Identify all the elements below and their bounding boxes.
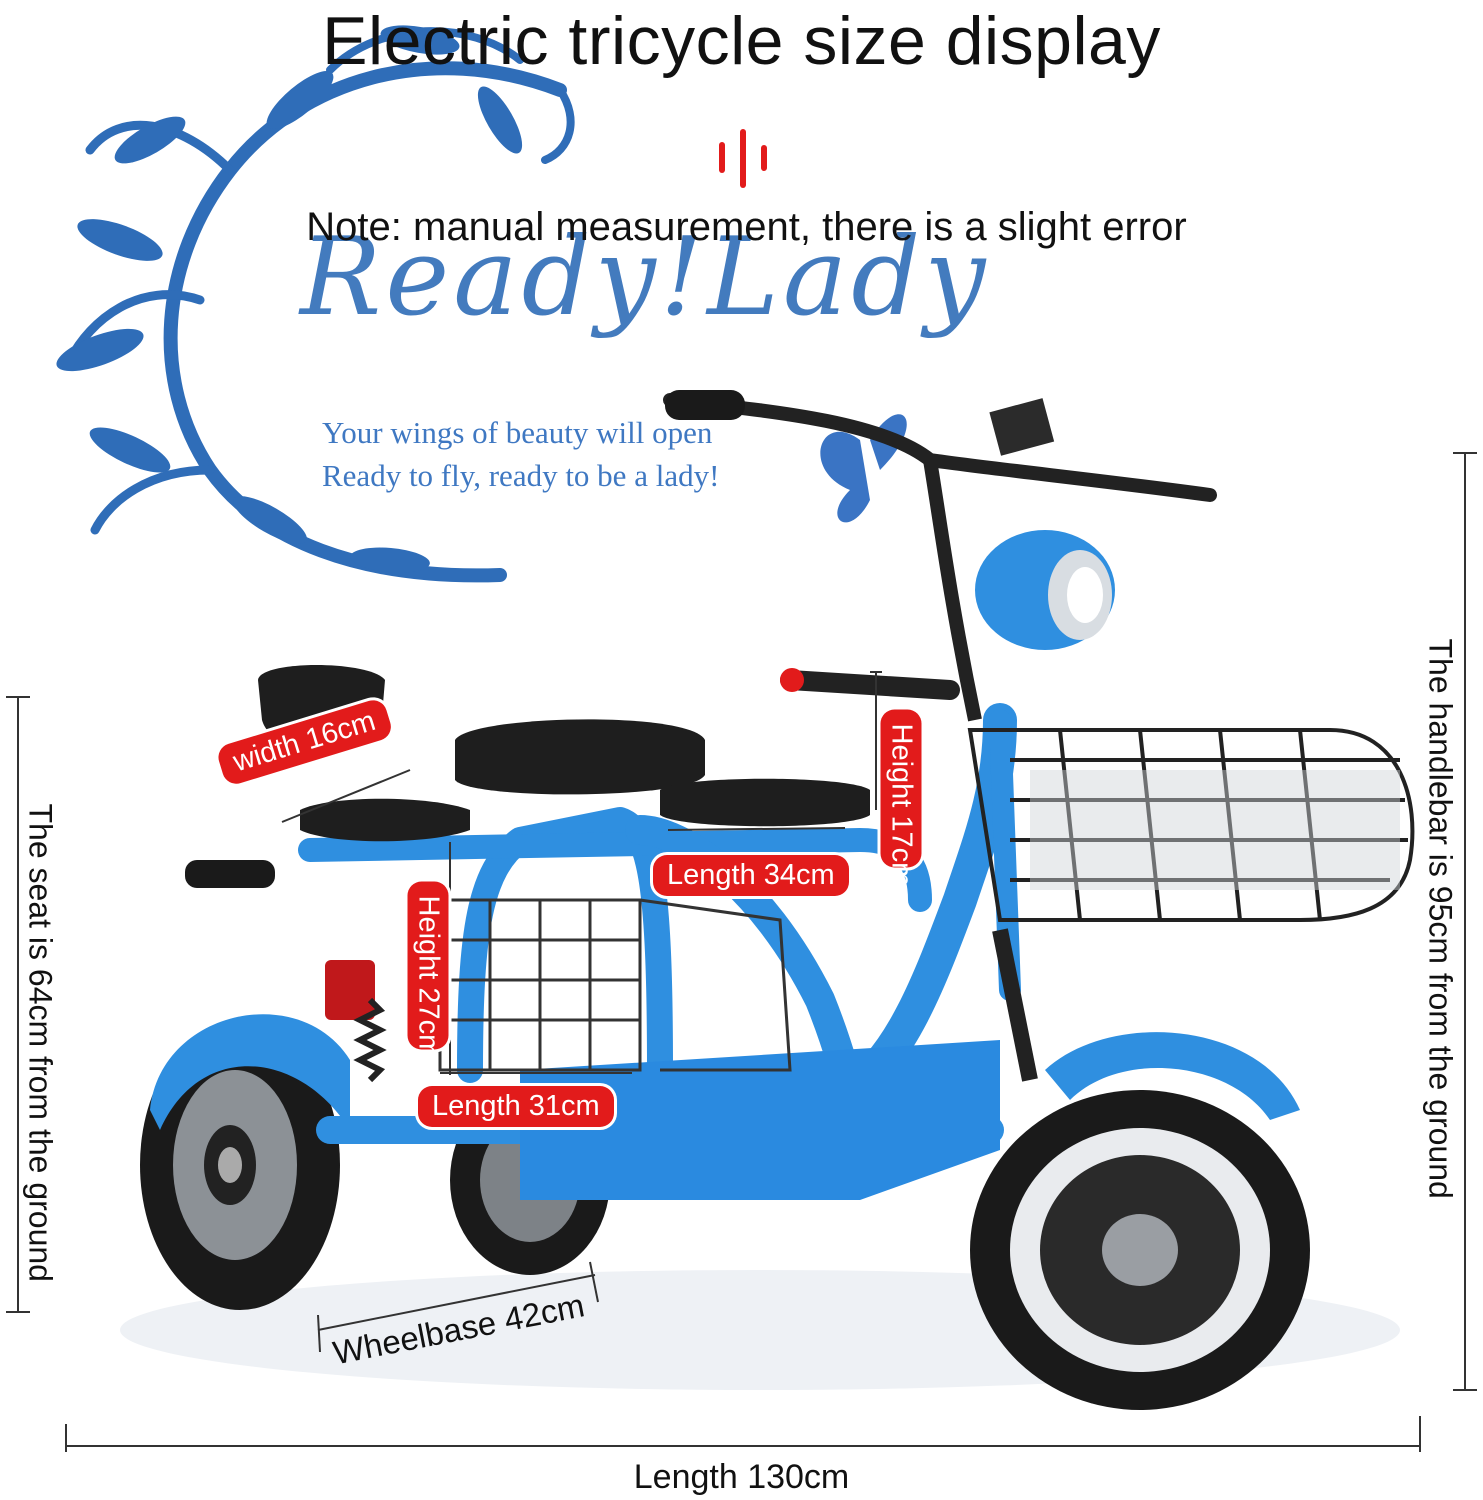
steering-column bbox=[923, 458, 982, 722]
front-seat-length-tag: Length 34cm bbox=[653, 855, 849, 896]
measurement-note: Note: manual measurement, there is a sli… bbox=[306, 205, 1187, 249]
brand-tagline-1: Your wings of beauty will open bbox=[322, 415, 713, 450]
rear-footrest bbox=[185, 860, 275, 888]
rear-wheel-left bbox=[140, 1020, 340, 1310]
rear-light bbox=[325, 960, 375, 1020]
leaf-shapes bbox=[56, 25, 523, 573]
brand-tagline-2: Ready to fly, ready to be a lady! bbox=[322, 458, 720, 493]
handlebar-height-label: The handlebar is 95cm from the ground bbox=[1422, 638, 1459, 1199]
front-wheel bbox=[970, 1090, 1310, 1410]
handlebar bbox=[663, 393, 1217, 502]
rear-fender bbox=[150, 1014, 350, 1130]
divider-mark-icon bbox=[719, 129, 767, 188]
seat-height-label: The seat is 64cm from the ground bbox=[22, 803, 59, 1282]
main-seat bbox=[455, 719, 705, 795]
front-fender bbox=[1045, 1032, 1300, 1120]
child-handle bbox=[780, 670, 960, 700]
middle-basket bbox=[438, 898, 792, 1072]
footboard bbox=[520, 1040, 1000, 1200]
front-basket bbox=[967, 728, 1415, 922]
page-title: Electric tricycle size display bbox=[322, 3, 1161, 79]
dimension-lines bbox=[6, 452, 1477, 1452]
headlight bbox=[975, 530, 1115, 650]
front-rest-height-tag: Height 17cm bbox=[880, 709, 922, 886]
brand-logo-text: Ready!Lady bbox=[300, 215, 990, 340]
rear-shock bbox=[353, 997, 387, 1083]
display-screen bbox=[989, 398, 1055, 456]
basket-length-tag: Length 31cm bbox=[418, 1086, 614, 1127]
front-seat bbox=[660, 778, 870, 827]
total-length-label: Length 130cm bbox=[633, 1458, 850, 1496]
rear-seat bbox=[300, 798, 470, 842]
basket-height-tag: Height 27cm bbox=[407, 881, 449, 1058]
